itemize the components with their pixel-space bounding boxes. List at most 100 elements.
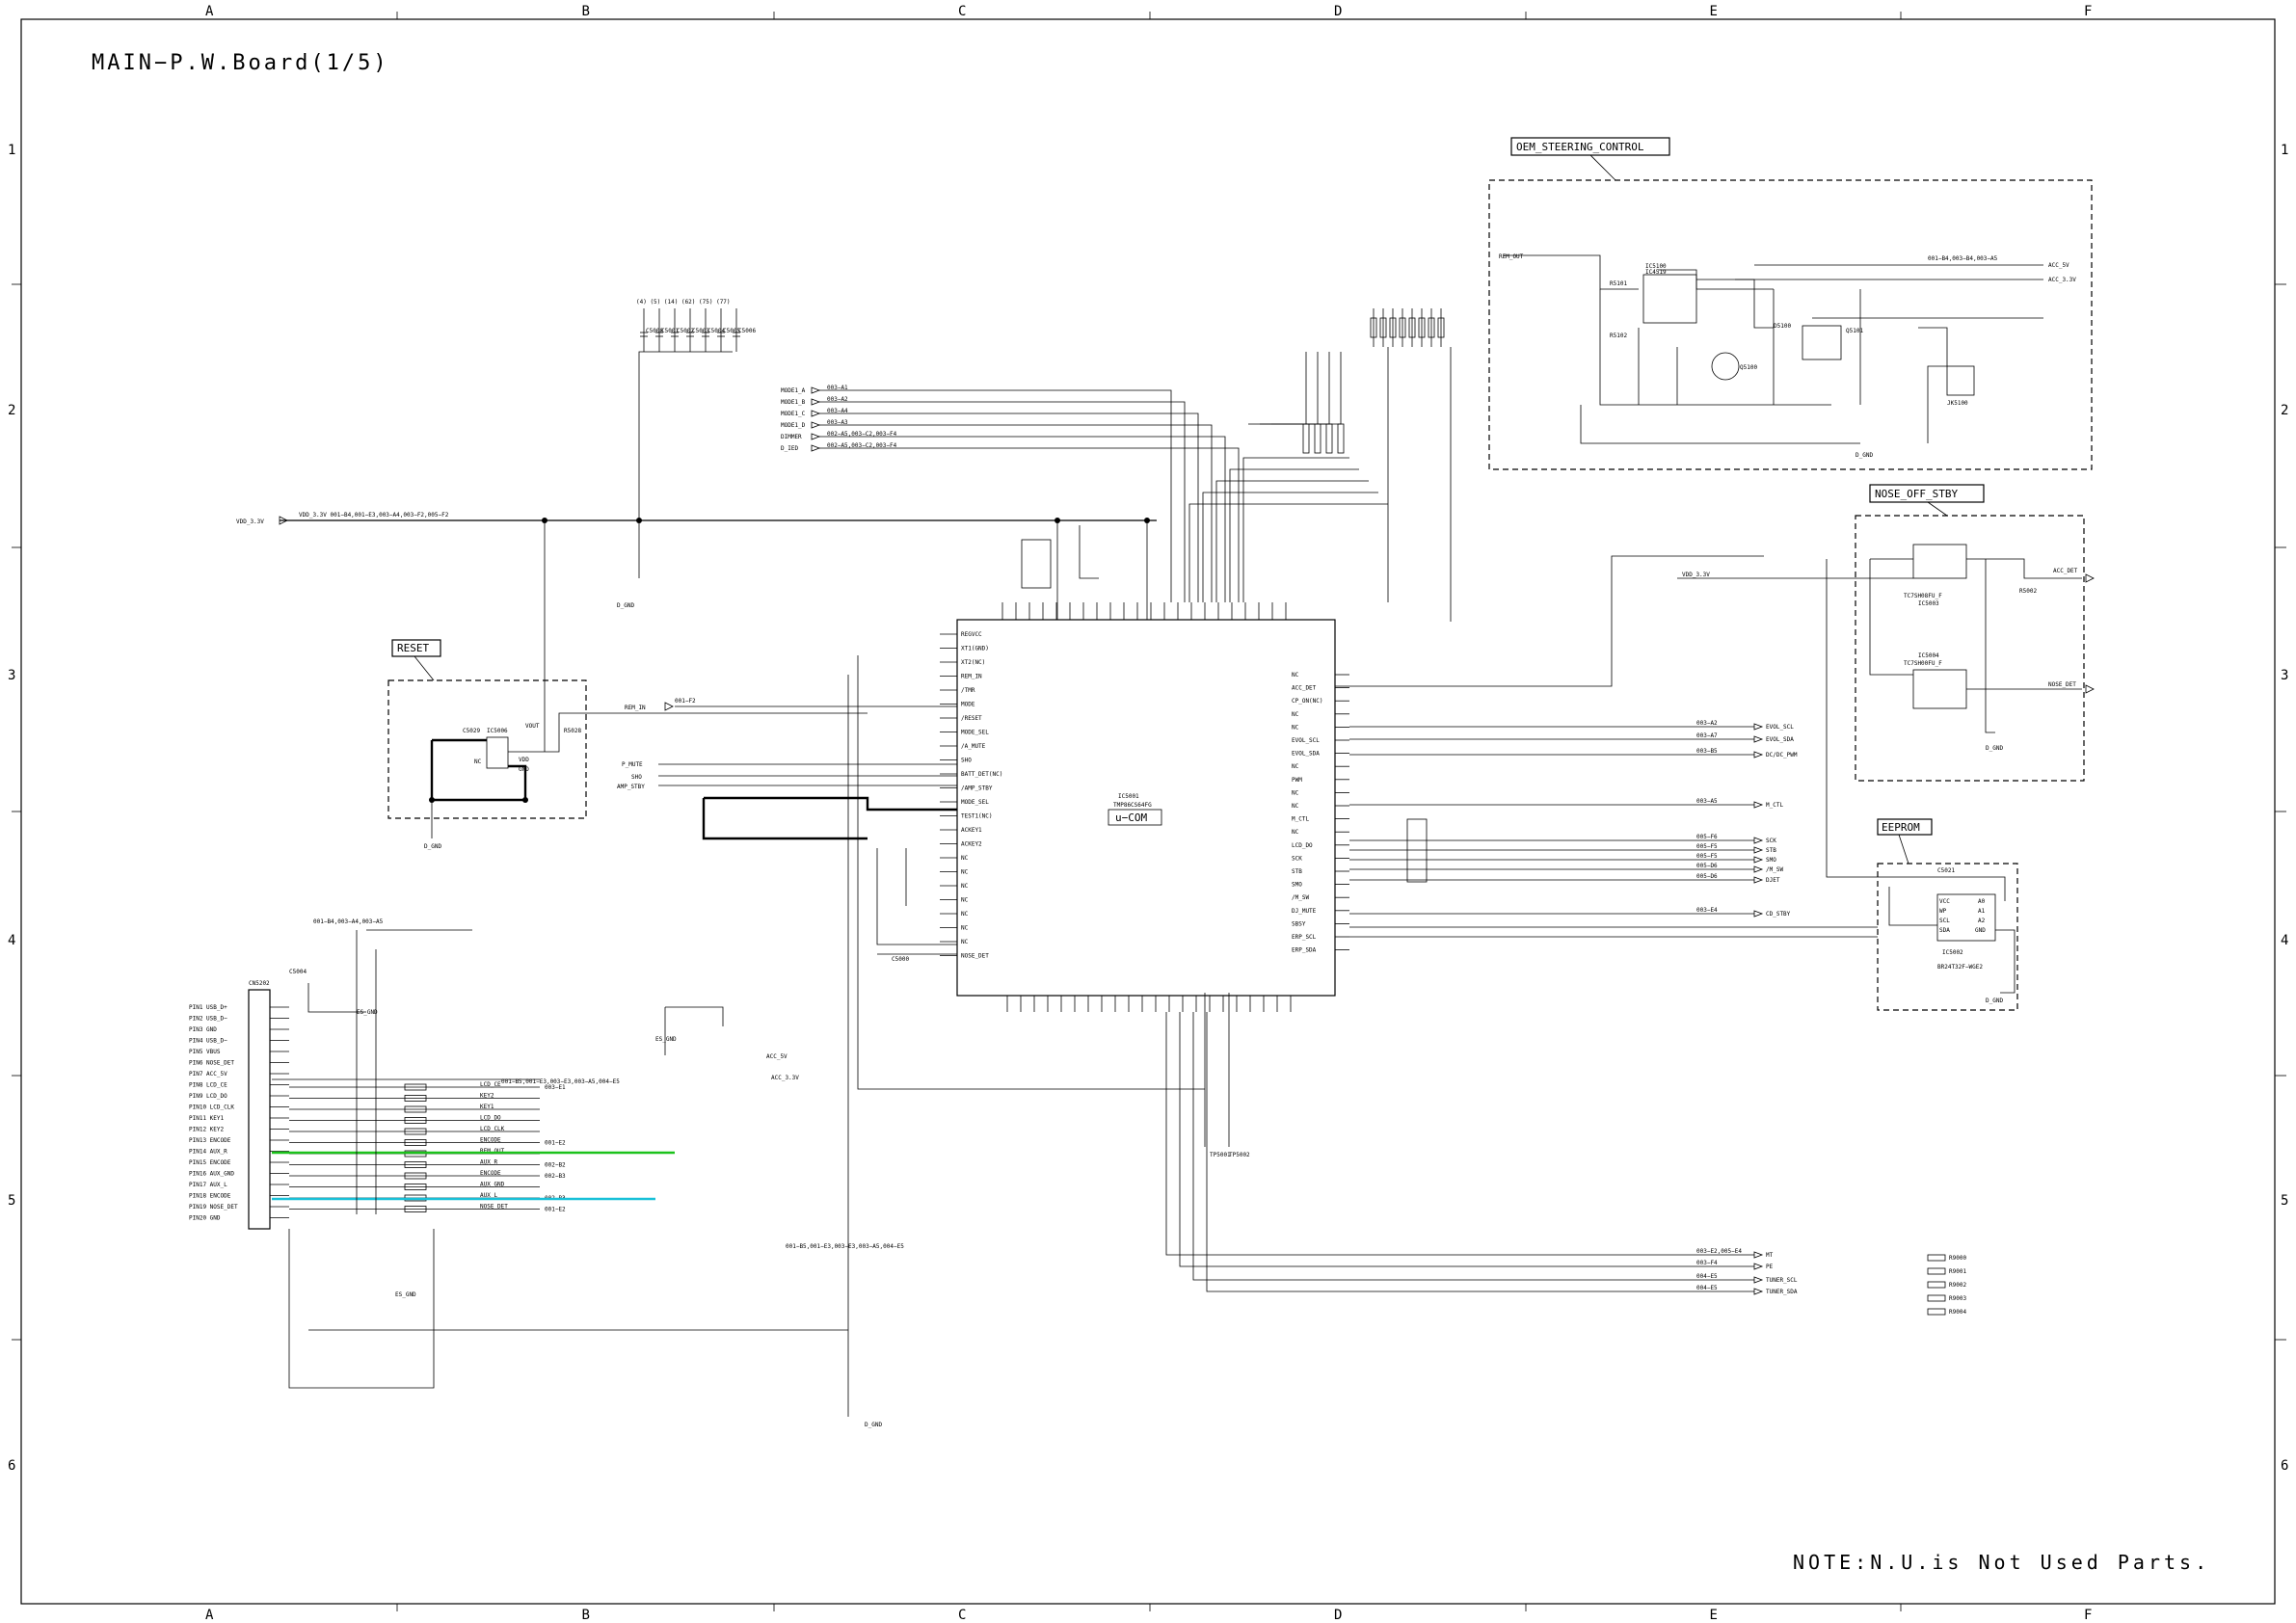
connector-net-label: KEY2	[480, 1093, 494, 1100]
r5101-label: R5101	[1610, 280, 1627, 287]
capbank-label: (4) (5) (14) (62) (75) (77)	[636, 299, 731, 306]
oem-acc33-label: ACC_3.3V	[2048, 277, 2076, 283]
mcu-left-pin: /RESET	[961, 715, 982, 722]
mcu-part: TMP86CS64FG	[1113, 802, 1152, 809]
bottom-net-label: TUNER_SCL	[1766, 1277, 1798, 1284]
connector-pin: PIN7 ACC_5V	[189, 1071, 227, 1078]
reset-title-box	[391, 639, 441, 657]
mcu-left-pin: REM_IN	[961, 674, 982, 680]
connector-net-label: LCD_CE	[480, 1081, 501, 1088]
mode-net-label: MODE1_B	[781, 399, 806, 406]
misc-resistor-label: R9000	[1949, 1255, 1966, 1262]
grid-col-bottom-C: C	[958, 1608, 966, 1623]
es-gnd-label-2: ES_GND	[655, 1036, 677, 1043]
d5100-label: D5100	[1774, 323, 1791, 330]
cn5202-label: CN5202	[249, 980, 270, 987]
mcu-left-pin: NC	[961, 911, 969, 918]
bottom-net-ref: 004−E5	[1696, 1285, 1718, 1291]
mcu-left-pin: XT1(GND)	[961, 646, 989, 652]
mcu-right-pin: NC	[1292, 763, 1299, 770]
grid-row-left-4: 4	[8, 933, 15, 948]
reset-dashed-box	[387, 679, 587, 819]
connector-pin: PIN20 GND	[189, 1215, 221, 1222]
c5000-label: C5000	[892, 956, 909, 963]
c5006-label: C5004	[289, 969, 307, 975]
mcu-right-pin: ACC_DET	[1292, 685, 1317, 692]
mcu-left-pin: NC	[961, 939, 969, 945]
grid-col-bottom-A: A	[205, 1608, 214, 1623]
grid-col-bottom-F: F	[2084, 1608, 2092, 1623]
mcu-top-pins	[1001, 602, 1287, 620]
c5021-label: C5021	[1937, 867, 1955, 874]
ic5004-ref: IC5004	[1918, 652, 1939, 659]
eeprom-a0: A0	[1978, 898, 1986, 905]
c5029-ref: C5029	[463, 728, 480, 734]
nose-title: NOSE_OFF_STBY	[1875, 488, 1958, 500]
bottom-net-label: PE	[1766, 1264, 1774, 1270]
grid-col-top-E: E	[1710, 4, 1718, 19]
ic5100	[1642, 274, 1697, 324]
grid-row-left-5: 5	[8, 1193, 15, 1209]
bottom-net-ref: 003−E2,005−E4	[1696, 1248, 1742, 1255]
nose-title-box	[1869, 484, 1985, 503]
mcu-left-pins: REGVCCXT1(GND)XT2(NC)REM_IN/TMRMODE/RESE…	[940, 631, 1002, 960]
mcu-name: u−COM	[1115, 812, 1147, 824]
mcu-right-pin: SMO	[1292, 882, 1302, 889]
mcu-body	[956, 619, 1336, 997]
oem-acc-ref: 001−B4,003−B4,003−A5	[1928, 255, 1998, 262]
right-net-label: EVOL_SDA	[1766, 736, 1794, 743]
connector-net-ref: 001−E2	[545, 1140, 566, 1147]
mcu: IC5001 TMP86CS64FG u−COM REGVCCXT1(GND)X…	[940, 602, 1349, 1012]
mcu-left-pin: MODE_SEL	[961, 730, 989, 736]
ic4519-label: IC4519	[1645, 269, 1667, 276]
right-net-ref: 005−F6	[1696, 834, 1718, 840]
mode-net-ref: 003−A2	[827, 396, 848, 403]
mode-net-label: D_IED	[781, 445, 798, 452]
connector-pin: PIN5 VBUS	[189, 1049, 221, 1055]
right-net-label: CD_STBY	[1766, 911, 1791, 918]
eeprom-part: BR24T32F−WGE2	[1937, 964, 1983, 971]
reset-block: RESET VOUT VDD NC GND IC5006 C5029 R5028…	[387, 520, 868, 850]
mcu-left-pin: NC	[961, 925, 969, 932]
es-gnd-label-3: ES_GND	[395, 1291, 416, 1298]
ic5004	[1912, 669, 1967, 709]
connector-pin: PIN11 KEY1	[189, 1115, 225, 1122]
connector-net-label: AUX_L	[480, 1192, 497, 1199]
grid-row-right-4: 4	[2281, 933, 2288, 948]
mcu-right-pin: NC	[1292, 672, 1299, 678]
mcu-right-pin: ERP_SDA	[1292, 947, 1317, 954]
misc-resistor-label: R9003	[1949, 1295, 1966, 1302]
oem-dashed-box	[1488, 179, 2093, 470]
right-net-ref: 005−D6	[1696, 863, 1718, 869]
mcu-right-pin: M_CTL	[1292, 816, 1309, 823]
ic5003-part: TC7SH08FU_F	[1904, 593, 1942, 599]
grid-row-right-1: 1	[2281, 143, 2288, 158]
mode-net-ref: 003−A3	[827, 419, 848, 426]
mcu-right-pin: NC	[1292, 803, 1299, 810]
connector-pin: PIN19 NOSE_DET	[189, 1204, 238, 1211]
r5028-ref: R5028	[564, 728, 581, 734]
right-net-label: SCK	[1766, 838, 1776, 844]
connector-pin: PIN14 AUX_R	[189, 1149, 227, 1156]
cn5202: CN5202 PIN1 USB_D+PIN2 USB_D−PIN3 GNDPIN…	[189, 918, 904, 1389]
right-net-label: EVOL_SCL	[1766, 724, 1794, 731]
reset-gnd: D_GND	[424, 843, 441, 850]
mcu-right-pin: SBSY	[1292, 920, 1306, 927]
right-net-label: SMO	[1766, 857, 1776, 864]
mcu-left-pin: TEST1(NC)	[961, 813, 993, 820]
ic5003	[1912, 544, 1967, 579]
sho-label: SHO	[631, 774, 642, 781]
sheet-title: MAIN−P.W.Board(1/5)	[92, 51, 389, 75]
ic5006-nc: NC	[474, 758, 482, 765]
connector-pin: PIN3 GND	[189, 1026, 217, 1033]
eeprom-block: EEPROM VCC WP SCL SDA A0 A1 A2 GND IC500…	[1826, 559, 2018, 1011]
connector-pin: PIN13 ENCODE	[189, 1137, 231, 1144]
mcu-left-pin: MODE_SEL	[961, 799, 989, 806]
ic5002	[1936, 893, 1996, 942]
mcu-right-pin: NC	[1292, 711, 1299, 718]
mode-net-ref: 002−A5,003−C2,003−F4	[827, 442, 897, 449]
